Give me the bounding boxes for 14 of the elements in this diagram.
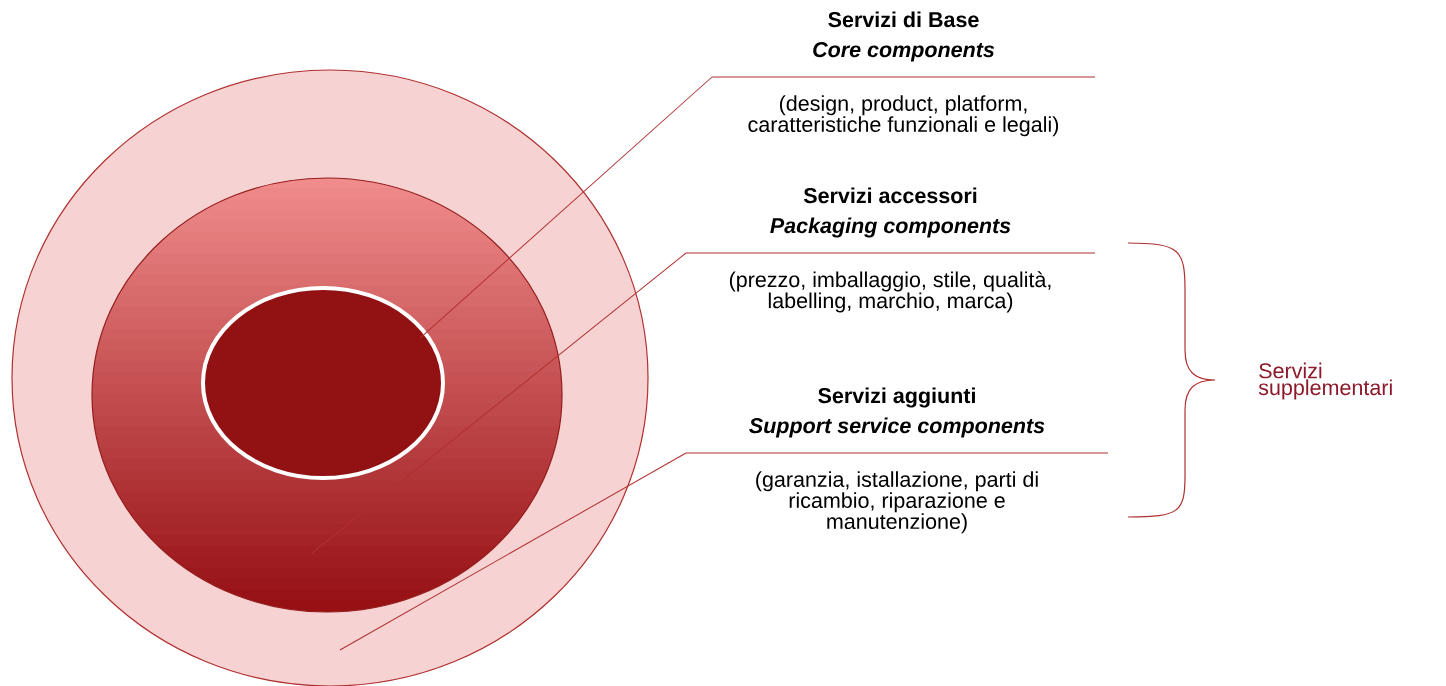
- subtitle-text: Packaging components: [770, 217, 1011, 238]
- description-text: (design, product, platform, caratteristiche funzionali e legali): [748, 95, 1059, 137]
- subtitle-text: Core components: [813, 42, 995, 62]
- heading-text: Servizi aggiunti: [818, 387, 975, 408]
- group-label: Servizi supplementari: [1258, 362, 1392, 400]
- leader-line: [311, 252, 687, 554]
- subtitle-text: Support service components: [749, 417, 1045, 438]
- leader-line: [339, 452, 687, 651]
- description-text: (prezzo, imballaggio, stile, qualità, labelling, marchio, marca): [729, 271, 1051, 313]
- ring: [201, 286, 445, 480]
- heading-text: Servizi accessori: [803, 187, 977, 204]
- leader-line: [419, 76, 713, 339]
- heading-text: Servizi di Base: [828, 11, 979, 28]
- description-text: (garanzia, istallazione, parti di ricambio, riparazione e manutenzione): [756, 471, 1038, 534]
